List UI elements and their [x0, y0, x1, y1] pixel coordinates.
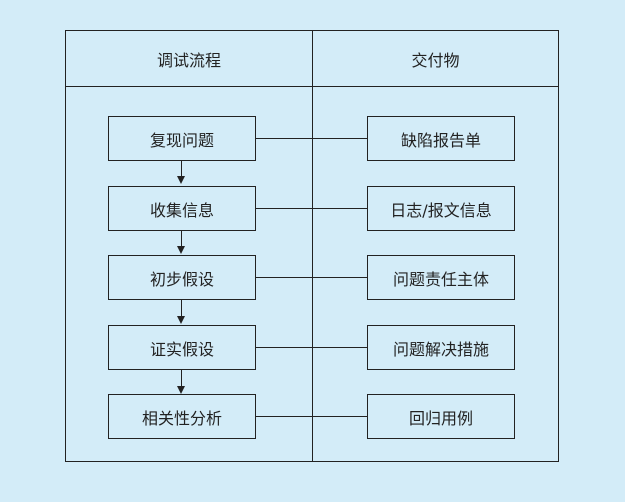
flow-arrow-head: [177, 246, 185, 254]
deliverable-solution: 问题解决措施: [367, 325, 515, 370]
connector-line: [256, 208, 367, 209]
deliverables-column-header: 交付物: [411, 50, 460, 70]
step-reproduce-issue: 复现问题: [108, 116, 256, 161]
flow-arrow-line: [181, 231, 182, 246]
step-correlation-analysis: 相关性分析: [108, 394, 256, 439]
flow-arrow-line: [181, 161, 182, 176]
connector-line: [256, 138, 367, 139]
step-verify-hypothesis: 证实假设: [108, 325, 256, 370]
deliverable-logs: 日志/报文信息: [367, 186, 515, 231]
column-divider: [312, 30, 313, 462]
flow-arrow-line: [181, 300, 182, 316]
connector-line: [256, 347, 367, 348]
deliverable-responsible-party: 问题责任主体: [367, 255, 515, 300]
flow-arrow-head: [177, 386, 185, 394]
header-divider: [65, 86, 559, 87]
step-collect-info: 收集信息: [108, 186, 256, 231]
connector-line: [256, 416, 367, 417]
connector-line: [256, 277, 367, 278]
step-initial-hypothesis: 初步假设: [108, 255, 256, 300]
deliverable-defect-report: 缺陷报告单: [367, 116, 515, 161]
flow-arrow-head: [177, 316, 185, 324]
flow-arrow-head: [177, 176, 185, 184]
deliverable-regression-cases: 回归用例: [367, 394, 515, 439]
flow-arrow-line: [181, 370, 182, 386]
process-column-header: 调试流程: [156, 50, 221, 70]
